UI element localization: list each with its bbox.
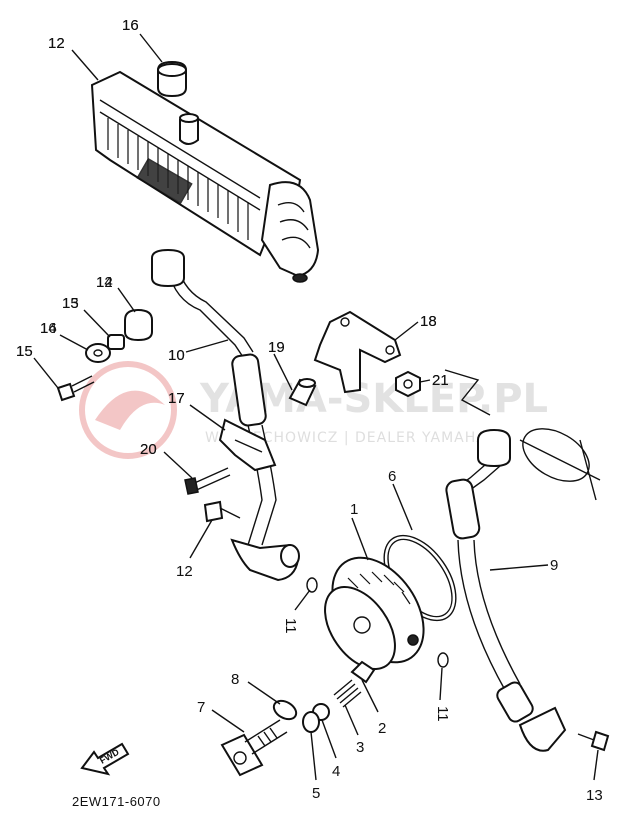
callout-13: 12 (48, 35, 65, 52)
callout-21: 19 (268, 339, 285, 356)
collar-part-21 (288, 378, 317, 407)
oil-cooler-body-part-1 (324, 556, 425, 670)
clamp-part-19 (218, 418, 277, 472)
oil-hose-part-10 (151, 248, 300, 582)
o-ring-part-11-left (306, 577, 318, 593)
callout-10: 10 (168, 347, 185, 364)
bolt-part-7 (220, 719, 288, 777)
front-direction-arrow: FWD (80, 742, 130, 776)
oil-cooler-radiator (90, 70, 320, 283)
callout-18: 16 (122, 17, 139, 34)
bolt-part-12-left (203, 500, 241, 523)
nut-part-23 (395, 370, 421, 398)
callout-14: 12 (96, 274, 113, 291)
bolt-part-12-right (577, 730, 610, 752)
leader-lines (33, 33, 599, 781)
cap-part-18 (157, 60, 187, 98)
washer-part-16 (85, 343, 111, 363)
bolt-part-22 (184, 467, 231, 495)
watermark-dealer: WOJCIECHOWICZ | DEALER YAMAHA (205, 430, 487, 446)
callout-16: 14 (40, 320, 57, 337)
callout-23: 21 (432, 372, 449, 389)
frame-reference (444, 369, 601, 501)
spring-part-3 (333, 679, 362, 708)
washer-part-5 (302, 711, 320, 733)
o-ring-part-11-right (437, 652, 449, 668)
callout-22: 20 (140, 441, 157, 458)
plug-part-2 (350, 660, 376, 684)
callout-labels: 16 12 12 13 14 15 10 19 18 21 17 20 12 1… (16, 17, 449, 458)
oil-hose-part-9 (445, 428, 567, 752)
callout-17: 15 (16, 343, 33, 360)
diagram-code: 2EW171-6070 (72, 794, 161, 809)
washer-part-8 (272, 699, 298, 721)
grommet-part-14 (124, 308, 153, 342)
callout-19: 17 (168, 390, 185, 407)
bracket-part-20 (313, 310, 402, 394)
callout-20: 18 (420, 313, 437, 330)
bolt-part-17 (56, 375, 95, 402)
callout-15: 13 (62, 295, 79, 312)
collar-part-15 (107, 334, 125, 350)
